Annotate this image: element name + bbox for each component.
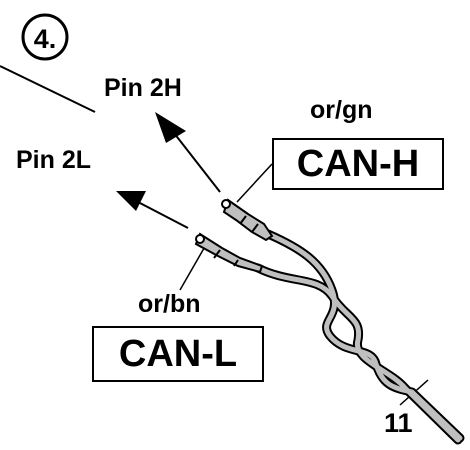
step-badge (21, 13, 69, 61)
pin-connector-icon (221, 198, 274, 242)
pin-2l-label: Pin 2L (16, 146, 92, 174)
pin-2h-label: Pin 2H (104, 74, 182, 102)
separator-line (0, 65, 96, 113)
pin-connector-icon (194, 232, 264, 274)
twisted-wire-pair (253, 229, 465, 445)
can-l-box: CAN-L (92, 326, 264, 382)
can-l-label: CAN-L (118, 332, 238, 375)
wire-color-h-label: or/gn (310, 96, 373, 124)
leader-line-l (179, 242, 208, 291)
can-h-label: CAN-H (296, 142, 420, 185)
item-number-label: 11 (384, 408, 413, 438)
arrow-icon (155, 112, 221, 193)
leader-line-h (236, 163, 273, 203)
wire-color-l-label: or/bn (138, 290, 201, 318)
step-label: 4. (34, 24, 57, 54)
arrow-icon (116, 191, 189, 229)
can-h-box: CAN-H (272, 138, 444, 190)
